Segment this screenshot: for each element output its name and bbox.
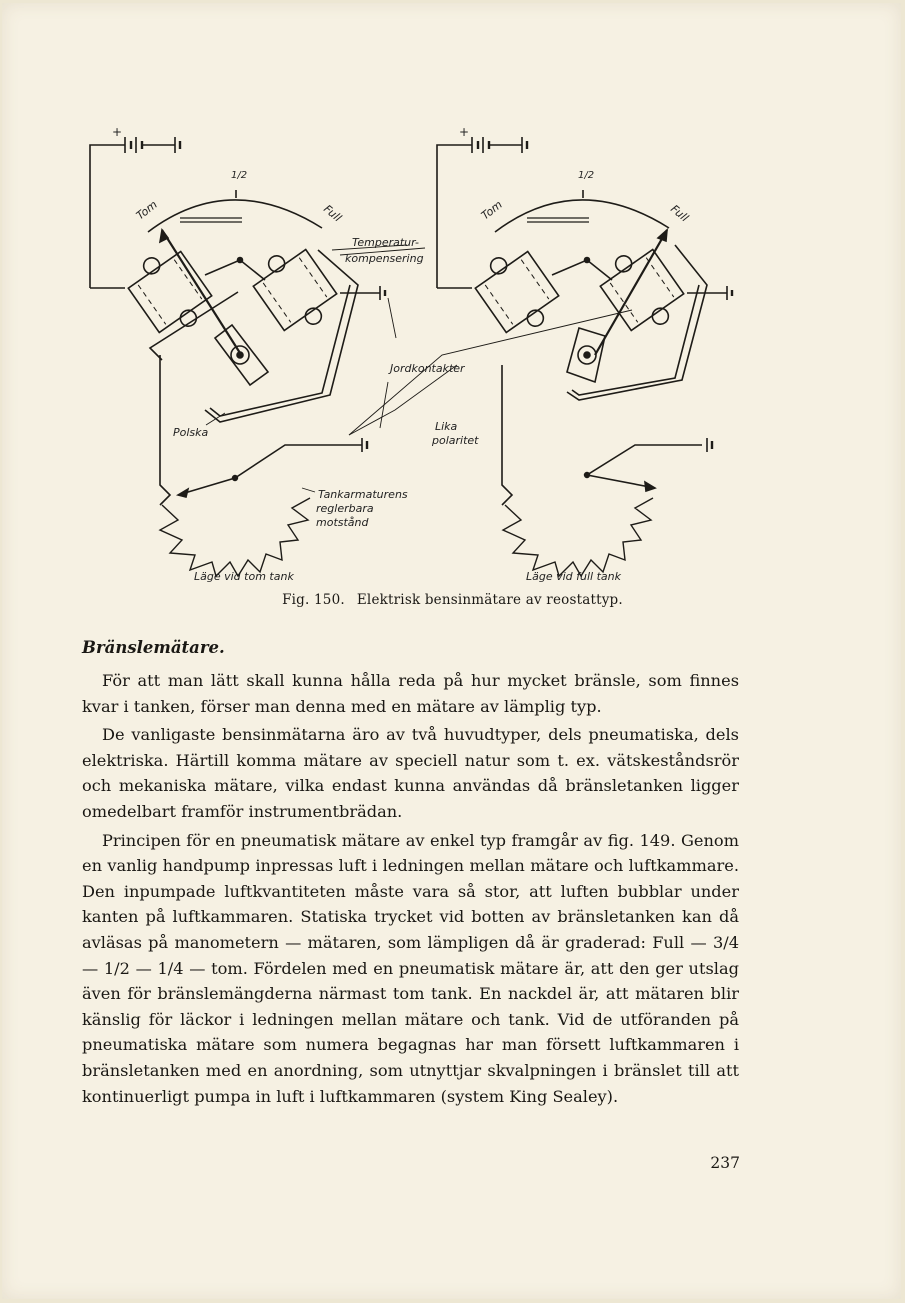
circuit-diagram: +	[89, 125, 734, 583]
label-tankarm-1: Tankarmaturens	[318, 488, 408, 501]
label-kompensering: kompensering	[345, 252, 424, 265]
label-full-right: Full	[668, 202, 691, 224]
label-half-right: 1/2	[578, 170, 594, 181]
label-temperatur: Temperatur-	[352, 236, 419, 249]
page-number: 237	[710, 1154, 740, 1172]
figure-caption: Fig. 150. Elektrisk bensinmätare av reost…	[0, 592, 905, 608]
label-polaritet: polaritet	[431, 434, 479, 447]
label-tankarm-3: motstånd	[316, 516, 370, 529]
label-tom-right: Tom	[479, 198, 505, 222]
label-lika: Lika	[435, 420, 458, 433]
left-gauge: +	[89, 125, 426, 578]
paragraph-1: För att man lätt skall kunna hålla reda …	[82, 671, 739, 716]
body-text: För att man lätt skall kunna hålla reda …	[82, 668, 739, 1112]
label-half-left: 1/2	[231, 170, 247, 181]
section-heading: Bränslemätare.	[82, 638, 225, 657]
figure-fuel-gauge-diagram: +	[70, 110, 750, 590]
figure-number: Fig. 150.	[282, 592, 345, 608]
label-full-left: Full	[321, 202, 344, 224]
label-tankarm-2: reglerbara	[316, 502, 374, 515]
paragraph-3: Principen för en pneumatisk mätare av en…	[82, 830, 739, 1106]
label-lage-tom: Läge vid tom tank	[194, 570, 294, 583]
page-sheet	[2, 3, 901, 1299]
right-gauge: +	[331, 125, 734, 578]
label-jordkontakter: Jordkontakter	[388, 362, 466, 375]
paragraph-2: De vanligaste bensinmätarna äro av två h…	[82, 725, 739, 821]
figure-caption-text: Elektrisk bensinmätare av reostattyp.	[356, 592, 623, 608]
plus-sign-left: +	[112, 125, 122, 139]
label-lage-full: Läge vid full tank	[526, 570, 622, 583]
label-tom-left: Tom	[134, 198, 160, 222]
plus-sign-right: +	[459, 125, 469, 139]
label-polska: Polska	[173, 426, 209, 439]
